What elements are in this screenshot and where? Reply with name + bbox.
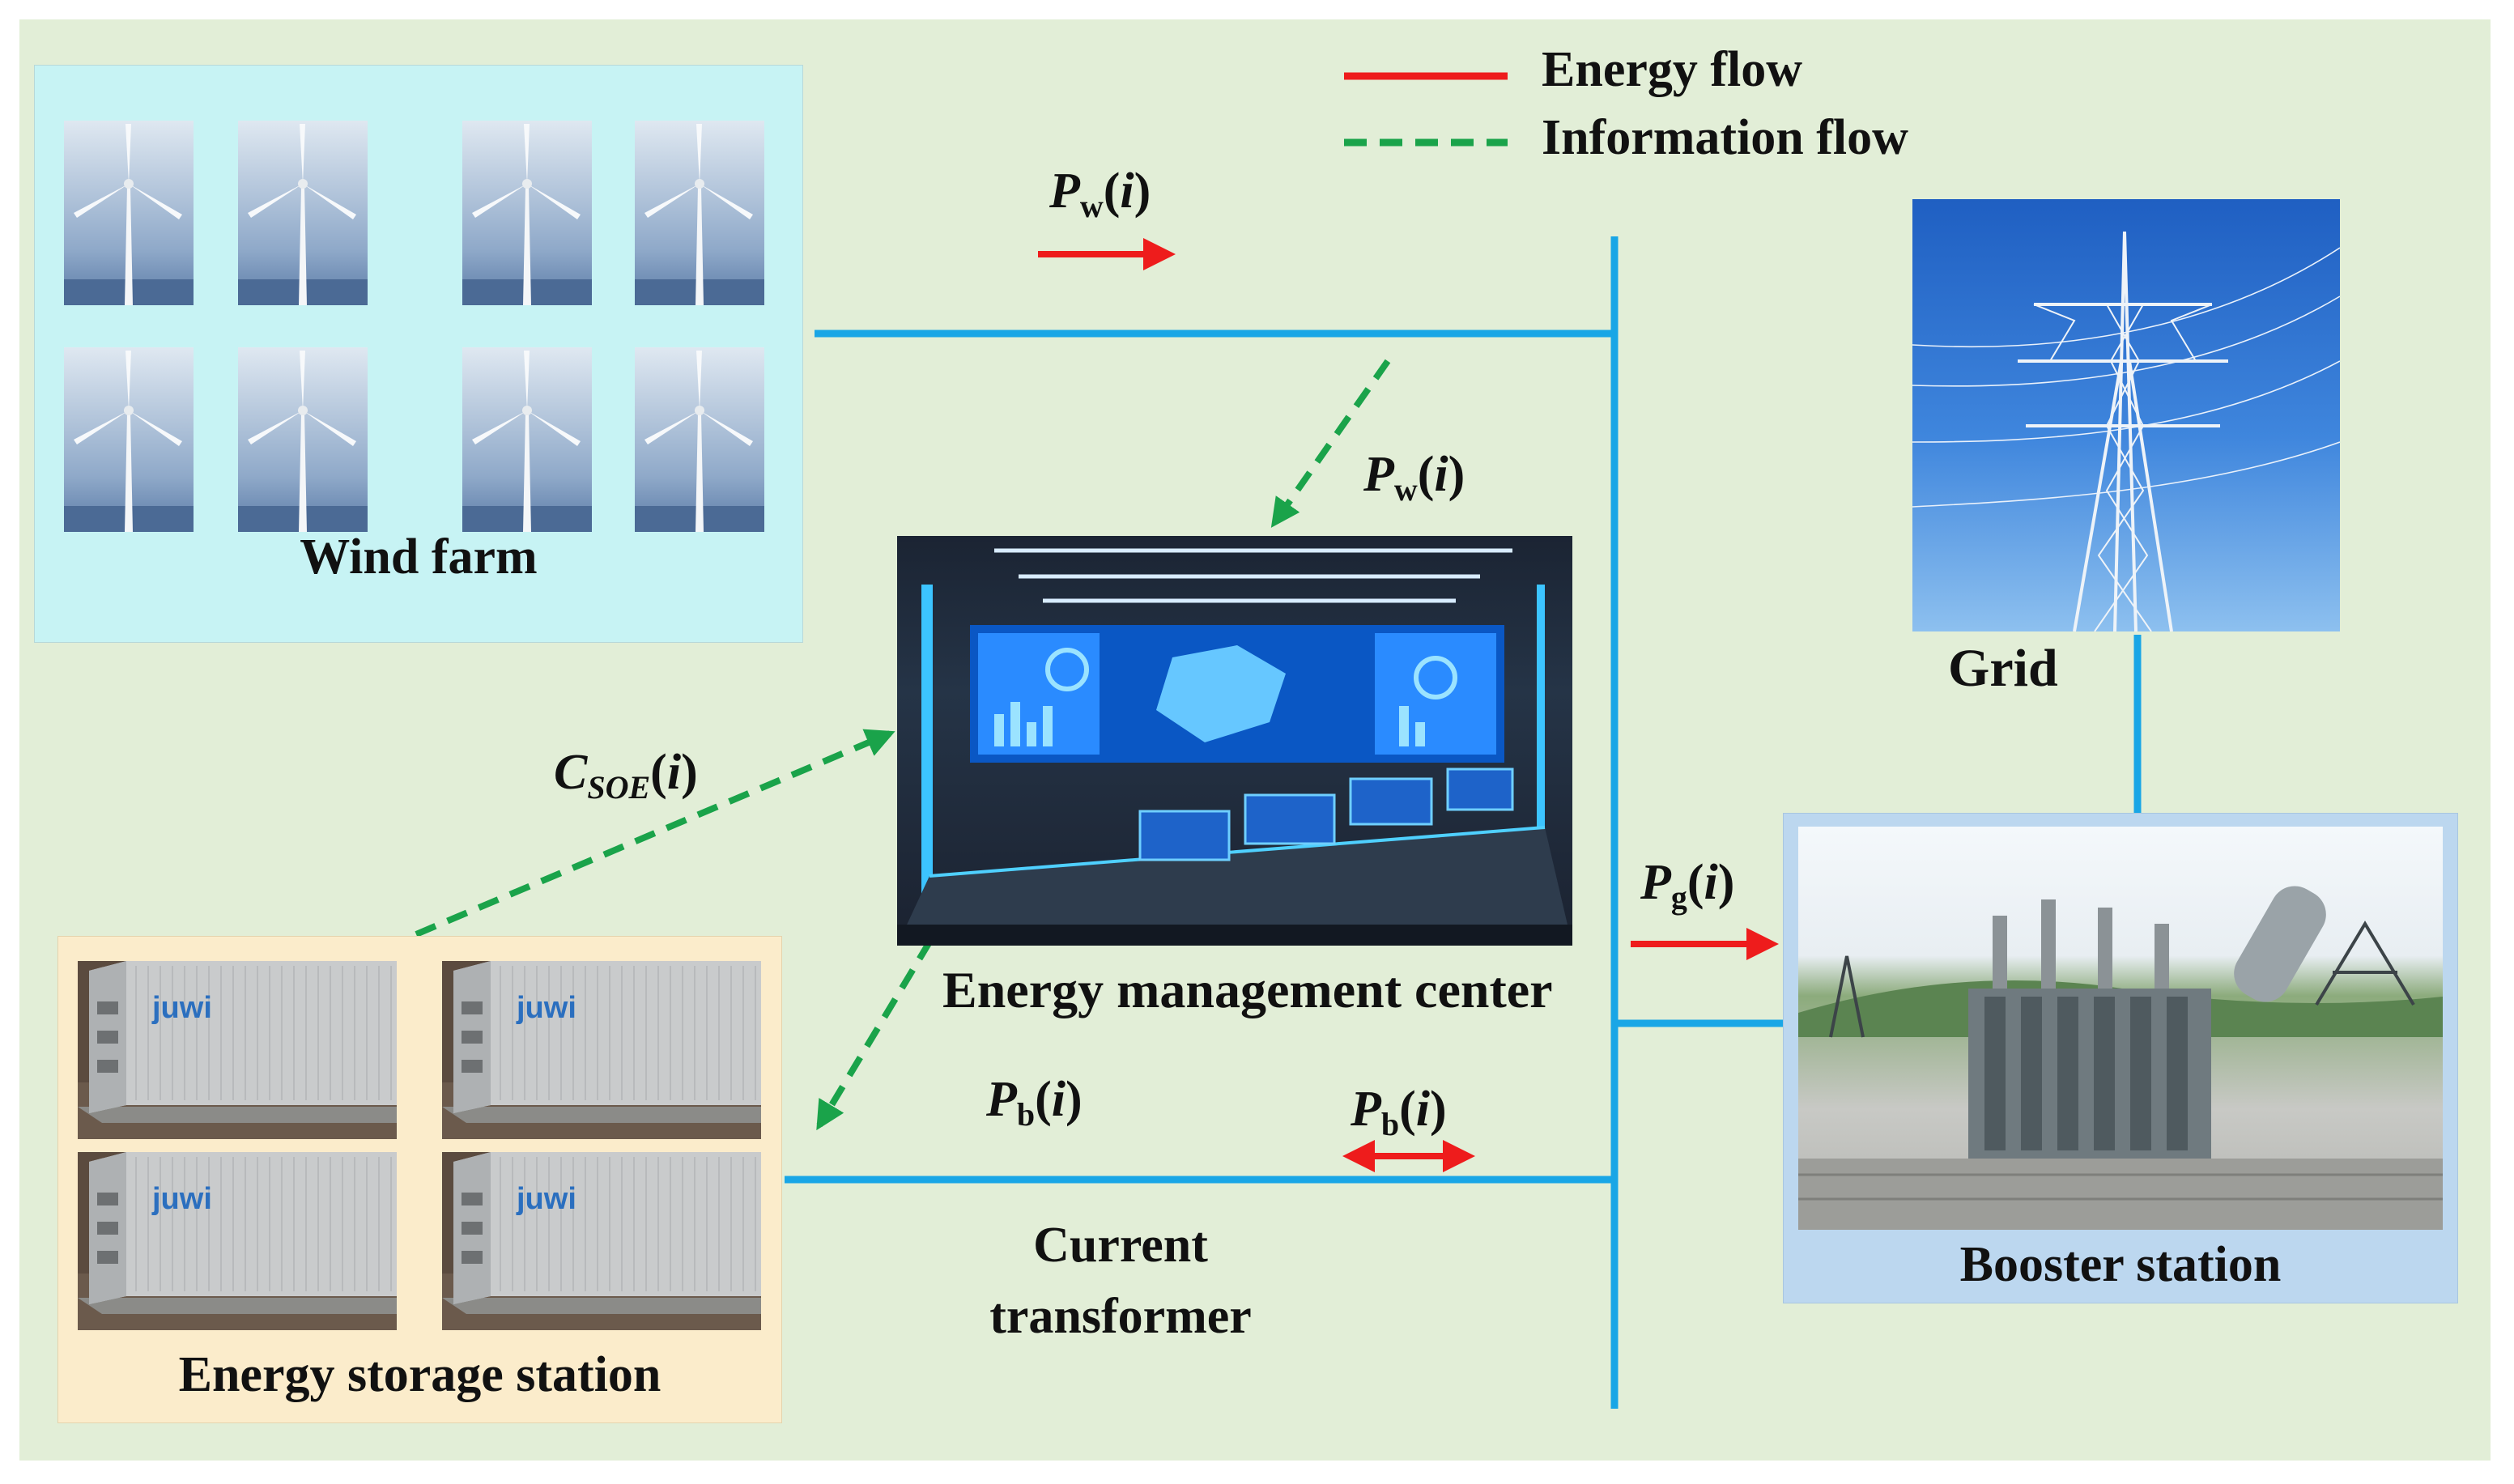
pw-info-label: Pw(i) [1363, 447, 1465, 508]
wind-turbine-image [635, 121, 764, 305]
pg-energy-label: Pg(i) [1640, 855, 1735, 916]
wind-turbine-image [64, 121, 194, 305]
wind-turbine-image [238, 347, 368, 532]
wind-turbine-image [462, 347, 592, 532]
storage-container-image: juwi [78, 1152, 397, 1330]
wind-farm-panel [34, 65, 803, 643]
wind-turbine-image [238, 121, 368, 305]
juwi-logo: juwi [516, 991, 576, 1025]
wind-turbine-image [64, 347, 194, 532]
legend-energy-flow-label: Energy flow [1542, 42, 1803, 97]
wind-turbine-image [635, 347, 764, 532]
booster-station-panel [1783, 813, 2458, 1303]
storage-container-image: juwi [442, 961, 761, 1139]
booster-station-label: Booster station [1959, 1237, 2282, 1292]
booster-station-image [1798, 827, 2443, 1230]
juwi-logo: juwi [516, 1182, 576, 1216]
connection-layer [415, 72, 2142, 1409]
wind-turbine-image [462, 121, 592, 305]
grid-tower-image [1912, 199, 2340, 631]
grid-label: Grid [1948, 639, 2058, 698]
pw-energy-label: Pw(i) [1049, 164, 1151, 224]
energy-storage-station-label: Energy storage station [178, 1347, 661, 1402]
pb-energy-label: Pb(i) [1351, 1082, 1447, 1142]
current-transformer-label-line2: transformer [989, 1289, 1252, 1344]
storage-container-image: juwi [442, 1152, 761, 1330]
wind-farm-label: Wind farm [300, 529, 538, 585]
csoe-info-arrow [415, 729, 895, 938]
csoe-info-label: CSOE(i) [554, 745, 698, 806]
energy-management-center-label: Energy management center [942, 961, 1553, 1018]
pb-info-arrow [816, 938, 934, 1131]
storage-container-image: juwi [78, 961, 397, 1139]
juwi-logo: juwi [151, 991, 212, 1025]
juwi-logo: juwi [151, 1182, 212, 1216]
pb-info-label: Pb(i) [986, 1072, 1083, 1133]
energy-storage-panel: juwi juwi juwi juwi [57, 936, 782, 1423]
current-transformer-label-line1: Current [1033, 1218, 1208, 1273]
legend-information-flow-label: Information flow [1542, 110, 1908, 165]
control-room-image [897, 536, 1572, 946]
diagram-canvas: juwi juwi juwi juwi Energy flow Information… [19, 19, 2491, 1461]
